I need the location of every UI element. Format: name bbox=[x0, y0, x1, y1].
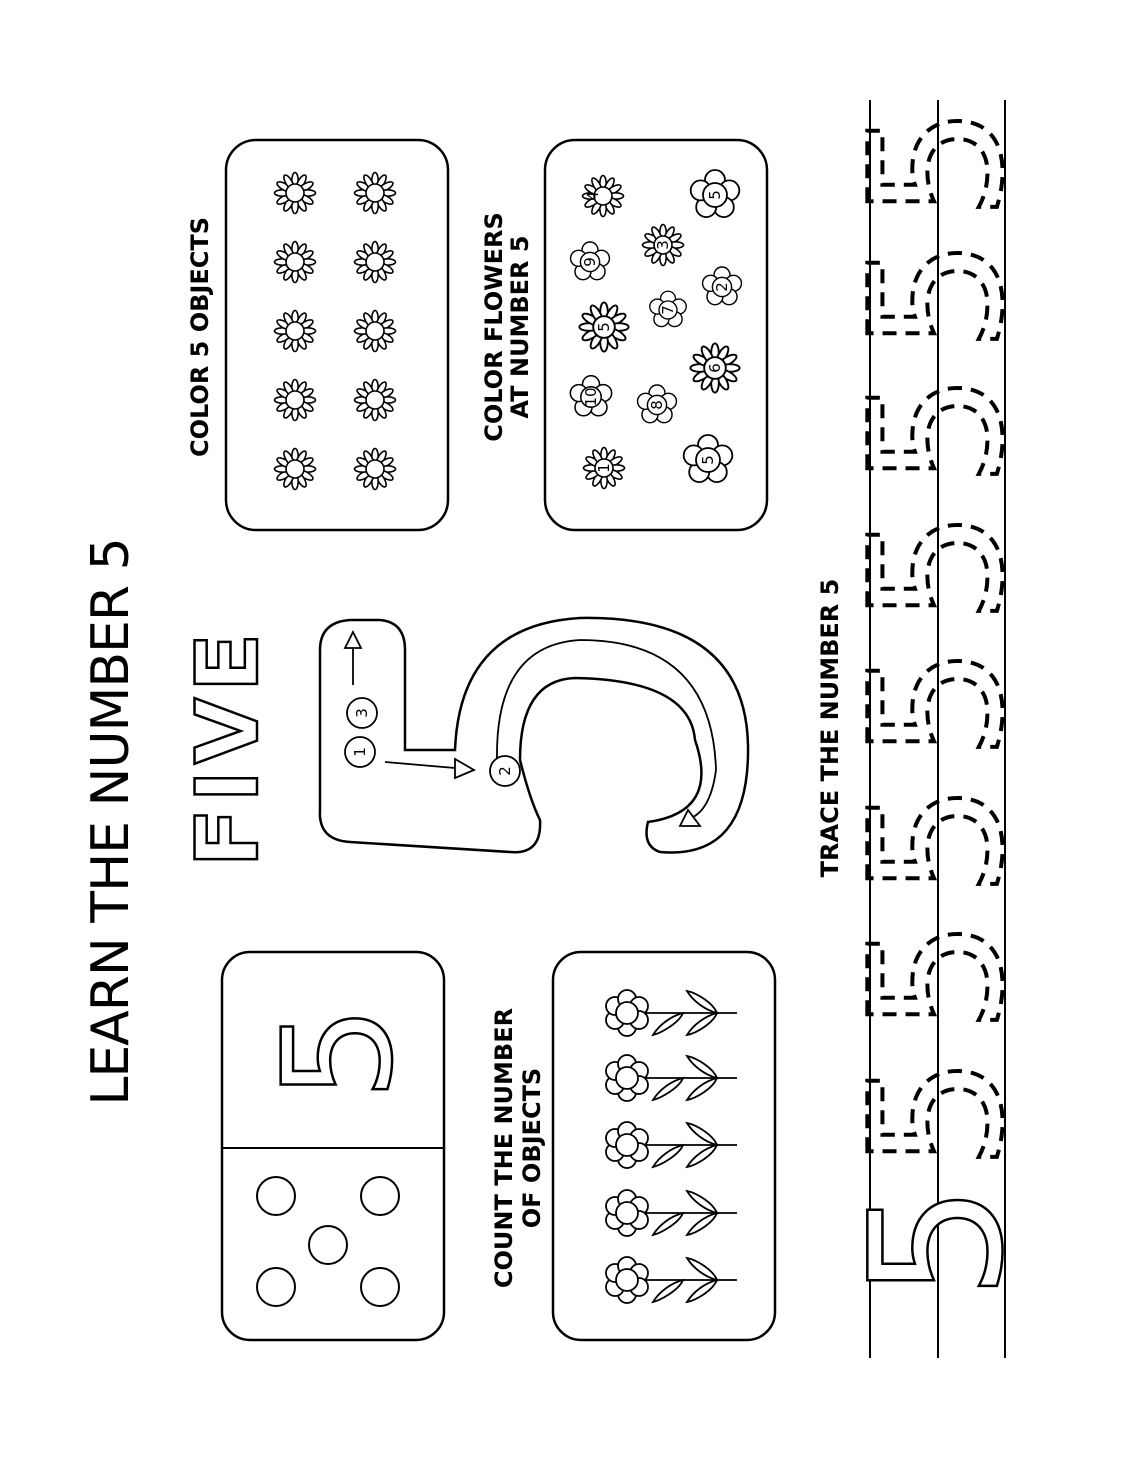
trace-number-5: 5 bbox=[831, 782, 1043, 898]
color-objects-section: COLOR 5 OBJECTS bbox=[186, 138, 450, 532]
dashed-fives: 5 5 5 5 5 5 5 5 bbox=[829, 103, 1045, 1173]
trace-number-5: 5 bbox=[831, 645, 1043, 761]
model-number-5: 5 bbox=[831, 1184, 1043, 1300]
number-word: FIVE bbox=[178, 627, 278, 867]
trace-number-5: 5 bbox=[831, 1055, 1043, 1171]
flower-number: 5 bbox=[595, 322, 613, 332]
count-objects-label-line1: COUNT THE NUMBER bbox=[490, 1008, 518, 1288]
dot-icon bbox=[256, 1176, 296, 1216]
flower-number: 1 bbox=[595, 463, 613, 473]
flower-number: 9 bbox=[581, 257, 599, 267]
step-number: 2 bbox=[496, 766, 514, 776]
trace-number-5: 5 bbox=[831, 918, 1043, 1034]
step-marker bbox=[489, 755, 521, 787]
flower-number: 2 bbox=[713, 282, 731, 292]
dot-icon bbox=[360, 1176, 400, 1216]
trace-label: TRACE THE NUMBER 5 bbox=[816, 579, 844, 878]
flower-number: 10 bbox=[582, 387, 600, 406]
step-number: 3 bbox=[353, 708, 371, 718]
color-objects-label: COLOR 5 OBJECTS bbox=[186, 217, 214, 457]
step-number: 1 bbox=[351, 747, 369, 757]
flower-number: 3 bbox=[654, 240, 672, 250]
step-marker bbox=[344, 736, 376, 768]
flower-number: 8 bbox=[648, 400, 666, 410]
color-flowers-label-line2: AT NUMBER 5 bbox=[506, 235, 534, 418]
trace-number-5: 5 bbox=[831, 105, 1043, 221]
dot-icon bbox=[256, 1267, 296, 1307]
stroke-guide-5 bbox=[318, 616, 750, 854]
color-flowers-box bbox=[543, 138, 769, 532]
dot-icon bbox=[308, 1225, 348, 1265]
flower-number: 5 bbox=[699, 455, 717, 465]
domino-number: 5 bbox=[252, 1005, 426, 1100]
color-flowers-label-line1: COLOR FLOWERS bbox=[480, 212, 508, 442]
color-flowers-section: COLOR FLOWERS AT NUMBER 5 4 5 9 3 2 5 7 … bbox=[480, 138, 769, 532]
flower-number: 5 bbox=[706, 190, 724, 200]
dot-icon bbox=[360, 1267, 400, 1307]
trace-number-5: 5 bbox=[831, 509, 1043, 625]
flower-number: 6 bbox=[706, 363, 724, 373]
page-title: LEARN THE NUMBER 5 bbox=[81, 538, 141, 1105]
count-objects-label-line2: OF OBJECTS bbox=[518, 1068, 546, 1228]
tracing-lines bbox=[869, 100, 1006, 1358]
count-objects-section: COUNT THE NUMBER OF OBJECTS bbox=[490, 950, 777, 1342]
step-marker bbox=[346, 697, 378, 729]
domino-box: 5 bbox=[220, 950, 446, 1342]
trace-number-5: 5 bbox=[831, 372, 1043, 488]
flower-number: 7 bbox=[659, 305, 677, 315]
color-objects-box bbox=[224, 138, 450, 532]
count-objects-box bbox=[551, 950, 777, 1342]
flower-number: 4 bbox=[584, 191, 602, 201]
trace-number-5: 5 bbox=[831, 237, 1043, 353]
